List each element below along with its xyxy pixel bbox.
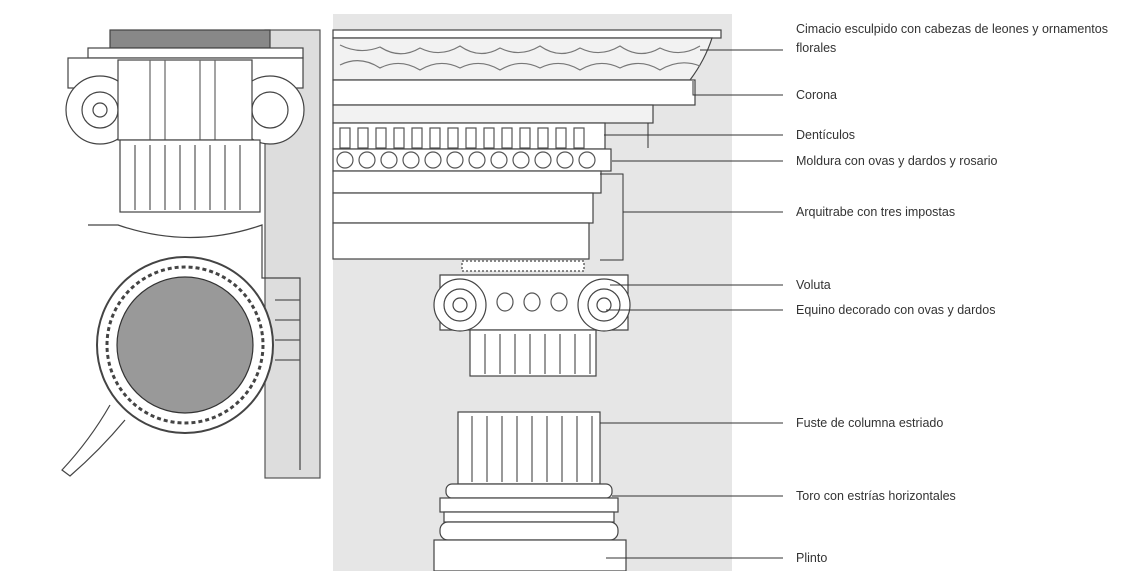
- capital-plan-drawing: [61, 29, 321, 479]
- label-denticulos: Dentículos: [796, 128, 856, 142]
- label-cimacio-line2: florales: [796, 41, 837, 55]
- leader-lines: [600, 49, 783, 559]
- label-plinto: Plinto: [796, 551, 828, 565]
- label-fuste: Fuste de columna estriado: [796, 416, 944, 430]
- label-cimacio: Cimacio esculpido con cabezas de leones …: [796, 20, 1108, 58]
- leader-arquitrabe: [600, 173, 783, 261]
- leader-denticulos: [604, 123, 783, 148]
- label-corona: Corona: [796, 88, 837, 102]
- label-moldura: Moldura con ovas y dardos y rosario: [796, 154, 998, 168]
- label-cimacio-line1: Cimacio esculpido con cabezas de leones …: [796, 22, 1108, 36]
- label-voluta: Voluta: [796, 278, 831, 292]
- label-toro: Toro con estrías horizontales: [796, 489, 956, 503]
- ionic-order-elevation: [332, 29, 722, 571]
- label-arquitrabe: Arquitrabe con tres impostas: [796, 205, 956, 219]
- leader-corona: [692, 81, 783, 96]
- label-equino: Equino decorado con ovas y dardos: [796, 303, 996, 317]
